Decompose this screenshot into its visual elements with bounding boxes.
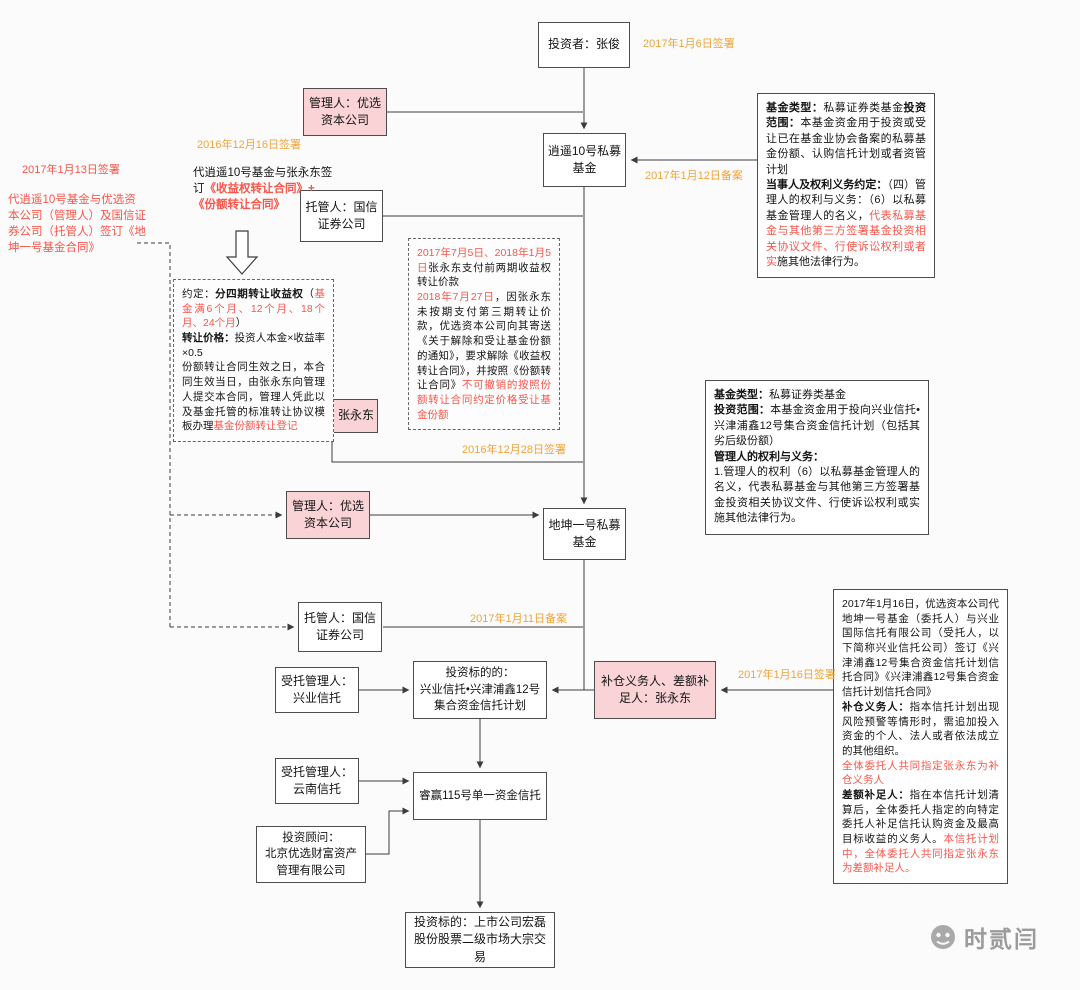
annotation-filing-2017-01-12: 2017年1月12日备案 <box>645 170 743 182</box>
node-ruiying115-trust: 睿赢115号单一资金信托 <box>413 772 547 820</box>
annotation-sign-2017-01-13: 2017年1月13日签署 <box>22 164 120 176</box>
payment-history-box: 2017年7月5日、2018年1月5日张永东支付前两期收益权转让价款 2018年… <box>408 238 560 431</box>
node-manager1-youxuan: 管理人：优选资本公司 <box>303 88 387 136</box>
annotation-sign-2016-12-16: 2016年12月16日签署 <box>197 139 301 151</box>
node-investor-zhangjun: 投资者：张俊 <box>538 22 630 68</box>
watermark-text: 时贰闫 <box>964 926 1039 952</box>
annotation-sign-2017-01-16: 2017年1月16日签署 <box>738 669 836 681</box>
node-final-target-honglei-stock: 投资标的：上市公司宏磊股份股票二级市场大宗交易 <box>405 912 555 968</box>
annotation-sign-2016-12-28: 2016年12月28日签署 <box>462 444 566 456</box>
hollow-down-arrow-icon <box>225 230 259 275</box>
node-trustee1-guoxin: 托管人：国信证券公司 <box>300 190 383 242</box>
node-trust-manager-xingye: 受托管理人： 兴业信托 <box>275 667 359 713</box>
left-contract-note: 代逍遥10号基金与优选资本公司（管理人）及国信证券公司（托管人）签订《地坤一号基… <box>8 194 146 255</box>
sign-contracts-text: 代逍遥10号基金与张永东签订《收益权转让合同》+《份额转让合同》 <box>193 167 333 212</box>
agreement-terms-box: 约定：分四期转让收益权（基金满6个月、12个月、18个月、24个月） 转让价格：… <box>173 279 334 442</box>
node-xiaoyao10-fund: 逍遥10号私募基金 <box>543 133 626 187</box>
node-dikun1-fund: 地坤一号私募基金 <box>543 508 626 560</box>
annotation-filing-2017-01-11: 2017年1月11日备案 <box>470 613 568 625</box>
node-manager2-youxuan: 管理人：优选资本公司 <box>286 491 370 539</box>
annotation-sign-2017-01-06: 2017年1月6日签署 <box>643 38 735 50</box>
watermark: 时贰闫 <box>928 920 1039 954</box>
node-obligor-zhangyongdong: 补仓义务人、差额补足人：张永东 <box>594 661 716 719</box>
watermark-logo-icon <box>931 925 955 949</box>
node-investment-target-trust-plan: 投资标的的： 兴业信托•兴津浦鑫12号集合资金信托计划 <box>413 661 547 719</box>
fund1-info-box: 基金类型：私募证券类基金投资范围：本基金资金用于投资或受让已在基金业协会备案的私… <box>757 93 935 279</box>
fund2-info-box: 基金类型：私募证券类基金 投资范围：本基金资金用于投向兴业信托•兴津浦鑫12号集… <box>705 380 929 535</box>
node-trust-manager-yunnan: 受托管理人： 云南信托 <box>275 758 359 804</box>
node-investment-advisor: 投资顾问： 北京优选财富资产管理有限公司 <box>256 826 366 883</box>
trust-contract-info-box: 2017年1月16日，优选资本公司代地坤一号基金（委托人）与兴业国际信托有限公司… <box>833 589 1008 885</box>
node-trustee2-guoxin: 托管人：国信证券公司 <box>298 602 382 652</box>
